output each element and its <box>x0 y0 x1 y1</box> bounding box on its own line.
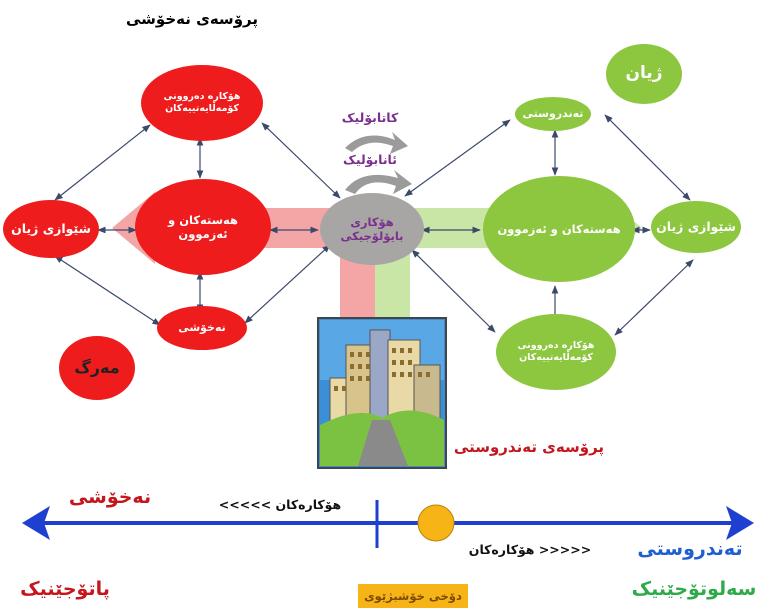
illness-red-label: نەخۆشی <box>178 321 226 335</box>
health-green-label: تەندروستی <box>522 107 584 121</box>
arrow-social-to-biological <box>261 122 341 199</box>
arrow-biological-to-social-green <box>411 249 496 333</box>
catabolic-label: کاتابۆلیک <box>341 110 399 125</box>
life-node <box>606 44 682 104</box>
feelings-green-label: هەستەکان و ئەزموون <box>497 221 621 236</box>
social-red-node <box>141 65 263 141</box>
lifestyle-red-node <box>3 200 99 258</box>
lifestyle-red-label: شێوازی ژیان <box>11 221 91 237</box>
death-label: مەرگ <box>74 358 120 377</box>
feelings-green-node <box>483 176 635 282</box>
factors-right-label: <<<<< هۆکارەکان <box>468 542 592 557</box>
arrow-health-to-lifestyle-green <box>604 114 691 201</box>
biological-node <box>320 193 424 265</box>
arrow-illness-to-biological <box>244 244 331 324</box>
life-label: ژیان <box>625 63 663 84</box>
health-process-title: پرۆسەی تەندروستی <box>453 438 605 456</box>
biological-label: هۆکاری بایۆلۆجیکی <box>340 214 404 243</box>
continuum-arrowhead-left <box>22 506 50 540</box>
health-green-node <box>515 97 591 131</box>
city-illustration <box>317 317 447 469</box>
health-continuum <box>22 500 754 548</box>
disease-process-title: پرۆسەی نەخۆشی <box>126 10 258 28</box>
wellbeing-label: دۆخی خۆشبژێوی <box>358 584 468 608</box>
illness-red-node <box>157 306 247 350</box>
wellbeing-marker <box>417 504 455 542</box>
social-green-label: هۆکارە دەروونی کۆمەڵایەتییەکان <box>517 340 595 363</box>
arrow-lifestyle-to-illness-red <box>54 255 161 326</box>
anabolic-curve-arrow <box>345 170 412 194</box>
continuum-illness-label: نەخۆشی <box>68 486 152 508</box>
arrow-social-green-to-lifestyle <box>614 259 694 336</box>
death-node <box>59 336 135 400</box>
pathogenic-label: پاتۆجێنیک <box>20 578 110 600</box>
feelings-red-label: هەستەکان و ئەزموون <box>168 212 238 241</box>
arrow-biological-to-health <box>404 119 511 197</box>
arrow-social-to-lifestyle-red <box>54 124 151 201</box>
feelings-red-node <box>135 179 271 275</box>
social-green-node <box>496 314 616 390</box>
lifestyle-green-node <box>651 201 741 253</box>
connector-arrows <box>54 114 694 336</box>
social-red-label: هۆکارە دەروونی کۆمەڵایەتییەکان <box>163 91 241 114</box>
nodes <box>3 44 741 400</box>
continuum-health-label: تەندروستی <box>637 538 743 560</box>
catabolic-curve-arrow <box>345 132 408 154</box>
anabolic-label: ئانابۆلیک <box>343 152 397 167</box>
continuum-arrowhead-right <box>726 506 754 540</box>
salutogenic-label: سەلوتۆجێنیک <box>631 578 757 600</box>
factors-left-label: هۆکارەکان >>>>> <box>218 497 342 512</box>
lifestyle-green-label: شێوازی ژیان <box>656 219 736 235</box>
metabolism-arrows <box>345 132 412 194</box>
